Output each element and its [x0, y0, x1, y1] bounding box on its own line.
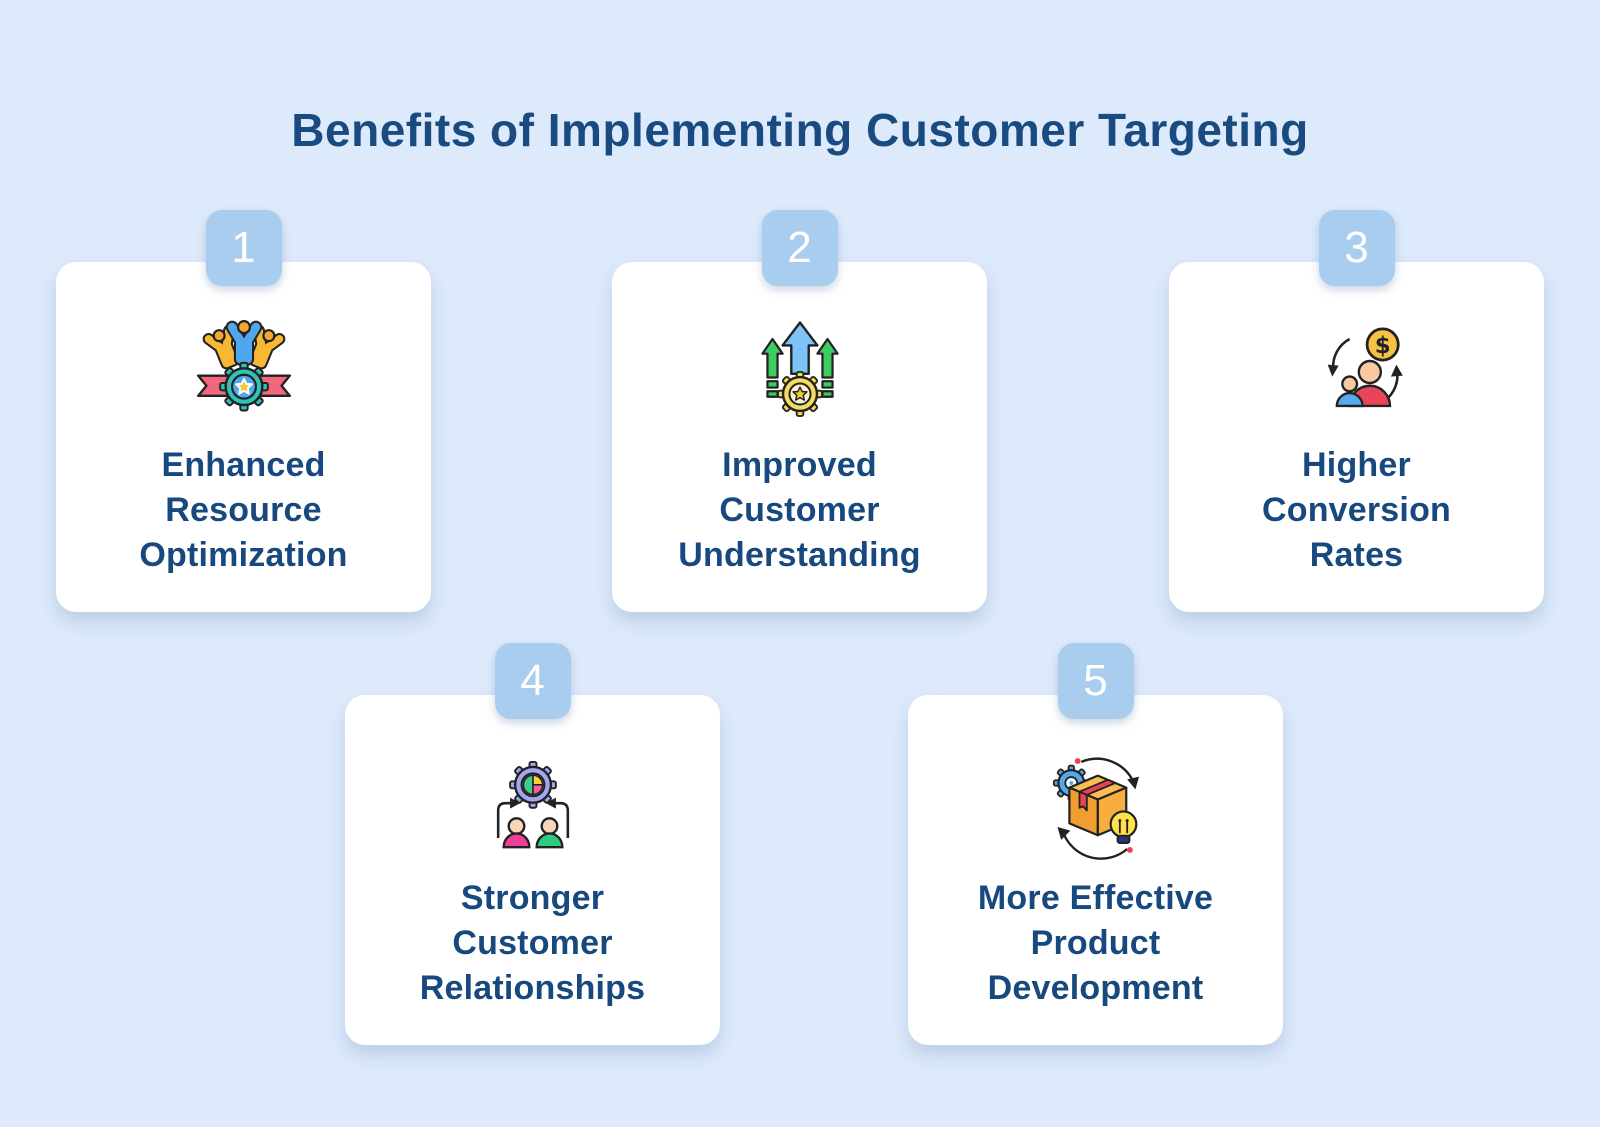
- card-number-badge-5: 5: [1057, 643, 1134, 719]
- label-line: Resource: [165, 491, 322, 529]
- page-title: Benefits of Implementing Customer Target…: [291, 103, 1309, 156]
- benefit-card-4: 4: [345, 643, 720, 1045]
- label-line: Relationships: [419, 969, 646, 1007]
- label-line: Development: [987, 969, 1204, 1007]
- gear-pie-chart-people-icon: [478, 750, 588, 860]
- card-label-1: Enhanced Resource Optimization: [139, 443, 347, 578]
- benefit-card-3: 3 $ Higher Conversion Rates: [1169, 210, 1544, 612]
- label-line: More Effective: [977, 879, 1214, 917]
- label-line: Higher: [1302, 446, 1411, 484]
- card-label-5: More Effective Product Development: [978, 876, 1213, 1011]
- package-gear-lightbulb-icon: [1041, 750, 1151, 860]
- label-line: Conversion: [1261, 491, 1452, 529]
- label-line: Improved: [722, 446, 877, 484]
- label-line: Product: [1030, 924, 1161, 962]
- card-label-2: Improved Customer Understanding: [678, 443, 921, 578]
- card-number-badge-3: 3: [1318, 210, 1395, 286]
- benefit-card-1: 1: [56, 210, 431, 612]
- card-number-badge-2: 2: [761, 210, 838, 286]
- card-number-badge-1: 1: [205, 210, 282, 286]
- label-line: Understanding: [678, 536, 921, 574]
- growth-arrows-gear-icon: [745, 317, 855, 427]
- label-line: Customer: [452, 924, 613, 962]
- card-label-4: Stronger Customer Relationships: [420, 876, 646, 1011]
- label-line: Stronger: [460, 879, 605, 917]
- customers-money-cycle-icon: $: [1302, 317, 1412, 427]
- label-line: Optimization: [139, 536, 348, 574]
- benefit-card-5: 5: [908, 643, 1283, 1045]
- label-line: Enhanced: [161, 446, 326, 484]
- card-number-badge-4: 4: [494, 643, 571, 719]
- label-line: Customer: [719, 491, 880, 529]
- team-achievement-icon: [189, 317, 299, 427]
- svg-text:$: $: [1374, 333, 1390, 359]
- card-label-3: Higher Conversion Rates: [1262, 443, 1451, 578]
- benefit-card-2: 2: [612, 210, 987, 612]
- label-line: Rates: [1309, 536, 1404, 574]
